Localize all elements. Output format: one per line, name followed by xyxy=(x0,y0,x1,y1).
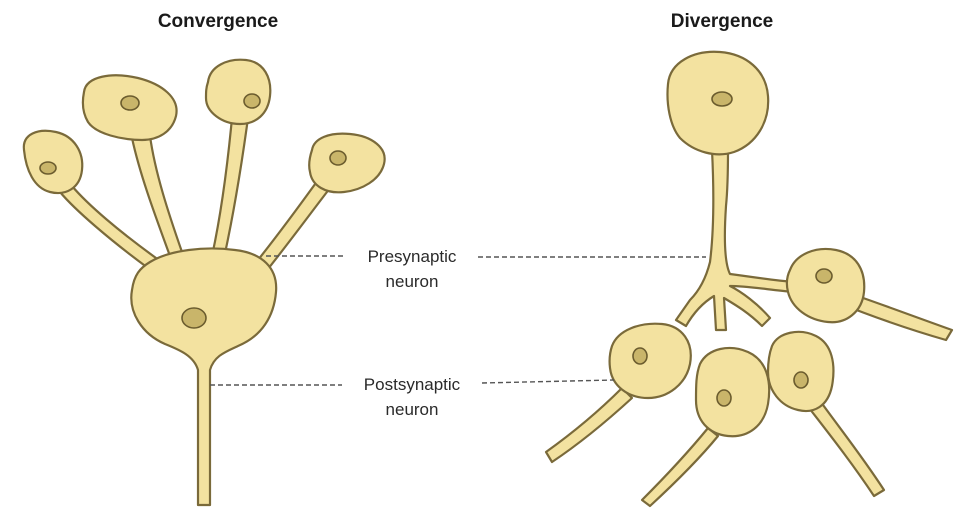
divergence-presynaptic-nucleus xyxy=(712,92,732,106)
presynaptic-nucleus-3 xyxy=(244,94,260,108)
target-cell-tail-3 xyxy=(642,428,718,506)
presynaptic-axon-1 xyxy=(60,186,156,268)
postsynaptic-label-line2: neuron xyxy=(386,400,439,419)
presynaptic-cell-4 xyxy=(309,134,384,193)
presynaptic-axon-4 xyxy=(254,180,330,274)
presynaptic-nucleus-2 xyxy=(121,96,139,110)
target-cell-2 xyxy=(610,324,691,398)
postsynaptic-cell-body xyxy=(131,249,276,506)
presynaptic-axon-2 xyxy=(132,136,182,256)
target-cell-3 xyxy=(696,348,769,436)
postsynaptic-label-line1: Postsynaptic xyxy=(364,375,461,394)
target-cell-1 xyxy=(787,249,864,322)
convergence-diagram xyxy=(24,60,385,505)
presynaptic-axon xyxy=(676,150,794,330)
target-nucleus-4 xyxy=(794,372,808,388)
target-nucleus-1 xyxy=(816,269,832,283)
presynaptic-cell-3 xyxy=(206,60,270,124)
presynaptic-nucleus-1 xyxy=(40,162,56,174)
presynaptic-axon-3 xyxy=(212,118,248,258)
presynaptic-label-line1: Presynaptic xyxy=(368,247,457,266)
convergence-title: Convergence xyxy=(158,11,278,32)
presynaptic-nucleus-4 xyxy=(330,151,346,165)
target-nucleus-2 xyxy=(633,348,647,364)
target-cell-tail-4 xyxy=(806,398,884,496)
divergence-title: Divergence xyxy=(671,11,773,32)
postsynaptic-nucleus xyxy=(182,308,206,328)
presynaptic-cell-1 xyxy=(24,131,82,193)
presynaptic-label-line2: neuron xyxy=(386,272,439,291)
divergence-diagram xyxy=(546,52,952,506)
target-nucleus-3 xyxy=(717,390,731,406)
target-cell-tail-2 xyxy=(546,388,632,462)
postsynaptic-leader-right xyxy=(482,380,614,383)
